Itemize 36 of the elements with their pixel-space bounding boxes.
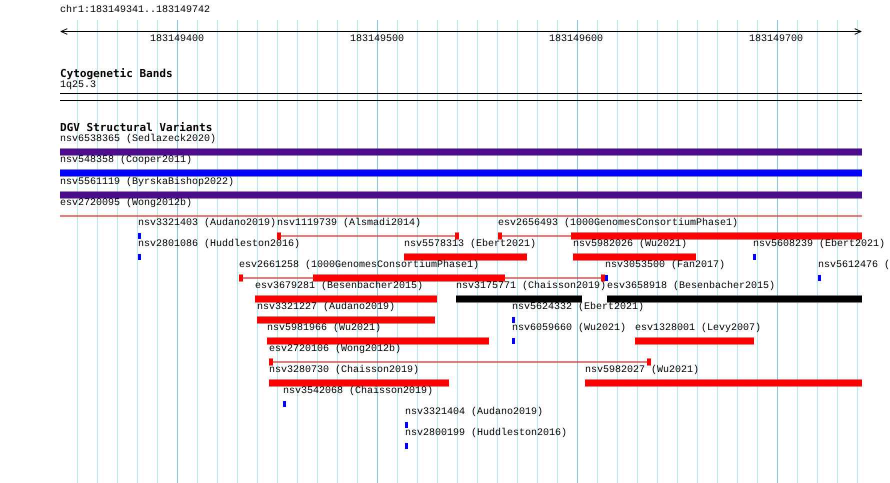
tick-label: 183149600: [549, 34, 604, 46]
variant-label: nsv5982026 (Wu2021): [573, 239, 688, 251]
variant-label: nsv6059660 (Wu2021): [512, 323, 626, 335]
variant-label: esv3679281 (Besenbacher2015): [255, 281, 424, 293]
variant-label: nsv5612476 (: [818, 260, 890, 272]
variant-label: esv2656493 (1000GenomesConsortiumPhase1): [498, 218, 738, 230]
variant-label: esv1328001 (Levy2007): [635, 323, 762, 335]
variant-label: esv2720106 (Wong2012b): [269, 344, 402, 356]
variant-label: nsv548358 (Cooper2011): [60, 155, 192, 167]
variant-label: nsv2800199 (Huddleston2016): [405, 428, 568, 440]
tick-label: 183149500: [350, 34, 404, 46]
variant-label: nsv3053500 (Fan2017): [605, 260, 726, 272]
track-heading: Cytogenetic Bands: [60, 68, 173, 80]
variant-label: nsv3175771 (Chaisson2019): [456, 281, 606, 293]
variant-label: nsv1119739 (Alsmadi2014): [277, 218, 422, 230]
variant-label: esv2661258 (1000GenomesConsortiumPhase1): [239, 260, 480, 272]
track-label: 1q25.3: [60, 80, 96, 92]
variant-label: nsv3321227 (Audano2019): [257, 302, 396, 314]
variant-label: nsv5578313 (Ebert2021): [404, 239, 536, 251]
variant-label: nsv5608239 (Ebert2021): [753, 239, 886, 251]
variant-label: nsv5981966 (Wu2021): [267, 323, 382, 335]
tick-label: 183149700: [749, 34, 804, 46]
variant-label: nsv3280730 (Chaisson2019): [269, 365, 420, 377]
variant-label: nsv5624332 (Ebert2021): [512, 302, 644, 314]
variant-label: nsv6538365 (Sedlazeck2020): [60, 134, 216, 146]
variant-label: esv3658918 (Besenbacher2015): [607, 281, 776, 293]
variant-label: nsv2801086 (Huddleston2016): [138, 239, 300, 251]
variant-label: nsv5561119 (ByrskaBishop2022): [60, 177, 234, 189]
track-heading: DGV Structural Variants: [60, 122, 212, 134]
variant-label: nsv5982027 (Wu2021): [585, 365, 700, 377]
position-label: chr1:183149341..183149742: [60, 5, 210, 17]
variant-label: nsv3542068 (Chaisson2019): [283, 386, 434, 398]
variant-label: esv2720095 (Wong2012b): [60, 198, 192, 210]
variant-label: nsv3321403 (Audano2019): [138, 218, 276, 230]
variant-label: nsv3321404 (Audano2019): [405, 407, 544, 419]
tick-label: 183149400: [150, 34, 204, 46]
